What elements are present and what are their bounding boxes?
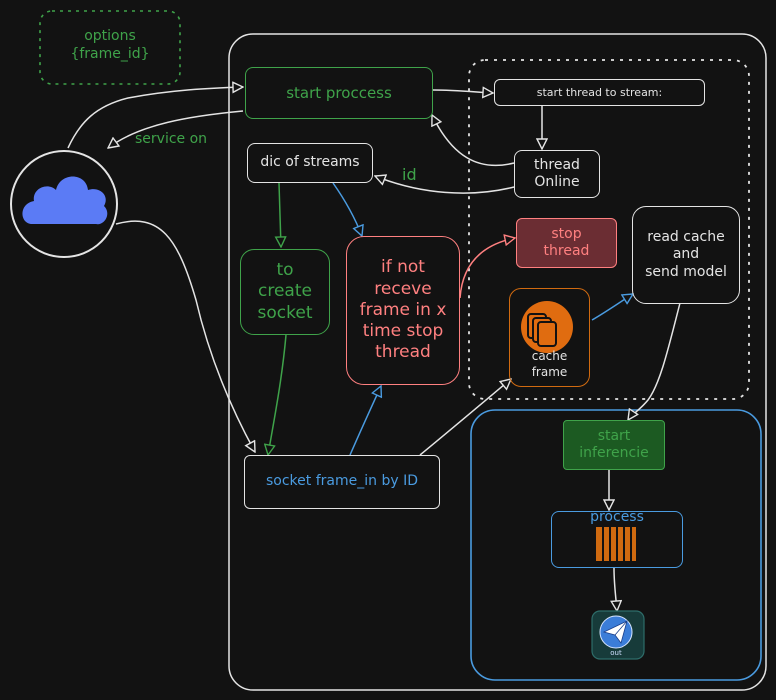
options-box bbox=[39, 10, 181, 85]
arrow-ifnot-to-stop bbox=[459, 238, 515, 299]
cache-frame-node[interactable] bbox=[509, 288, 590, 387]
arrow-process-to-out bbox=[614, 567, 617, 611]
server-icon bbox=[596, 527, 636, 561]
arrow-service-on bbox=[108, 110, 244, 148]
start-process-node[interactable]: start proccess bbox=[245, 67, 433, 119]
stop-thread-node[interactable]: stop thread bbox=[516, 218, 617, 268]
arrow-socket-to-ifnot bbox=[349, 386, 381, 456]
arrow-online-to-start bbox=[432, 115, 515, 167]
arrow-online-to-dic bbox=[375, 176, 515, 194]
process-label: process bbox=[590, 509, 644, 526]
thread-online-node[interactable]: thread Online bbox=[514, 150, 600, 198]
cache-stack-glyph bbox=[527, 313, 557, 347]
service-container bbox=[228, 33, 767, 691]
dic-streams-node[interactable]: dic of streams bbox=[247, 143, 373, 183]
arrow-dic-to-socket-create bbox=[279, 182, 281, 247]
arrow-read-to-inference bbox=[628, 302, 681, 420]
arrow-dic-to-ifnot bbox=[332, 182, 362, 236]
create-socket-node[interactable]: to create socket bbox=[240, 249, 330, 335]
options-label: options {frame_id} bbox=[70, 28, 150, 63]
arrow-start-to-thread bbox=[432, 90, 493, 93]
start-inference-node[interactable]: start inferencie bbox=[563, 420, 665, 470]
arrow-cloud-to-socket bbox=[115, 220, 255, 452]
paper-plane-glyph bbox=[602, 620, 628, 644]
service-on-label: service on bbox=[135, 131, 208, 147]
inference-container bbox=[470, 409, 762, 681]
arrow-cache-to-read bbox=[591, 294, 633, 321]
id-label: id bbox=[402, 165, 417, 184]
if-not-receive-node[interactable]: if not receve frame in x time stop threa… bbox=[346, 236, 460, 385]
out-label: out bbox=[610, 649, 622, 658]
cloud-icon bbox=[22, 176, 108, 225]
cache-frame-label: cache frame bbox=[531, 349, 568, 379]
read-cache-node[interactable]: read cache and send model bbox=[632, 206, 740, 304]
process-node[interactable] bbox=[551, 511, 683, 568]
socket-frame-node[interactable]: socket frame_in by ID bbox=[244, 455, 440, 509]
arrow-cloud-to-start bbox=[67, 87, 243, 149]
arrow-socket-to-cache bbox=[419, 379, 511, 456]
start-thread-node[interactable]: start thread to stream: bbox=[494, 79, 705, 106]
arrow-create-to-socket bbox=[268, 334, 287, 455]
